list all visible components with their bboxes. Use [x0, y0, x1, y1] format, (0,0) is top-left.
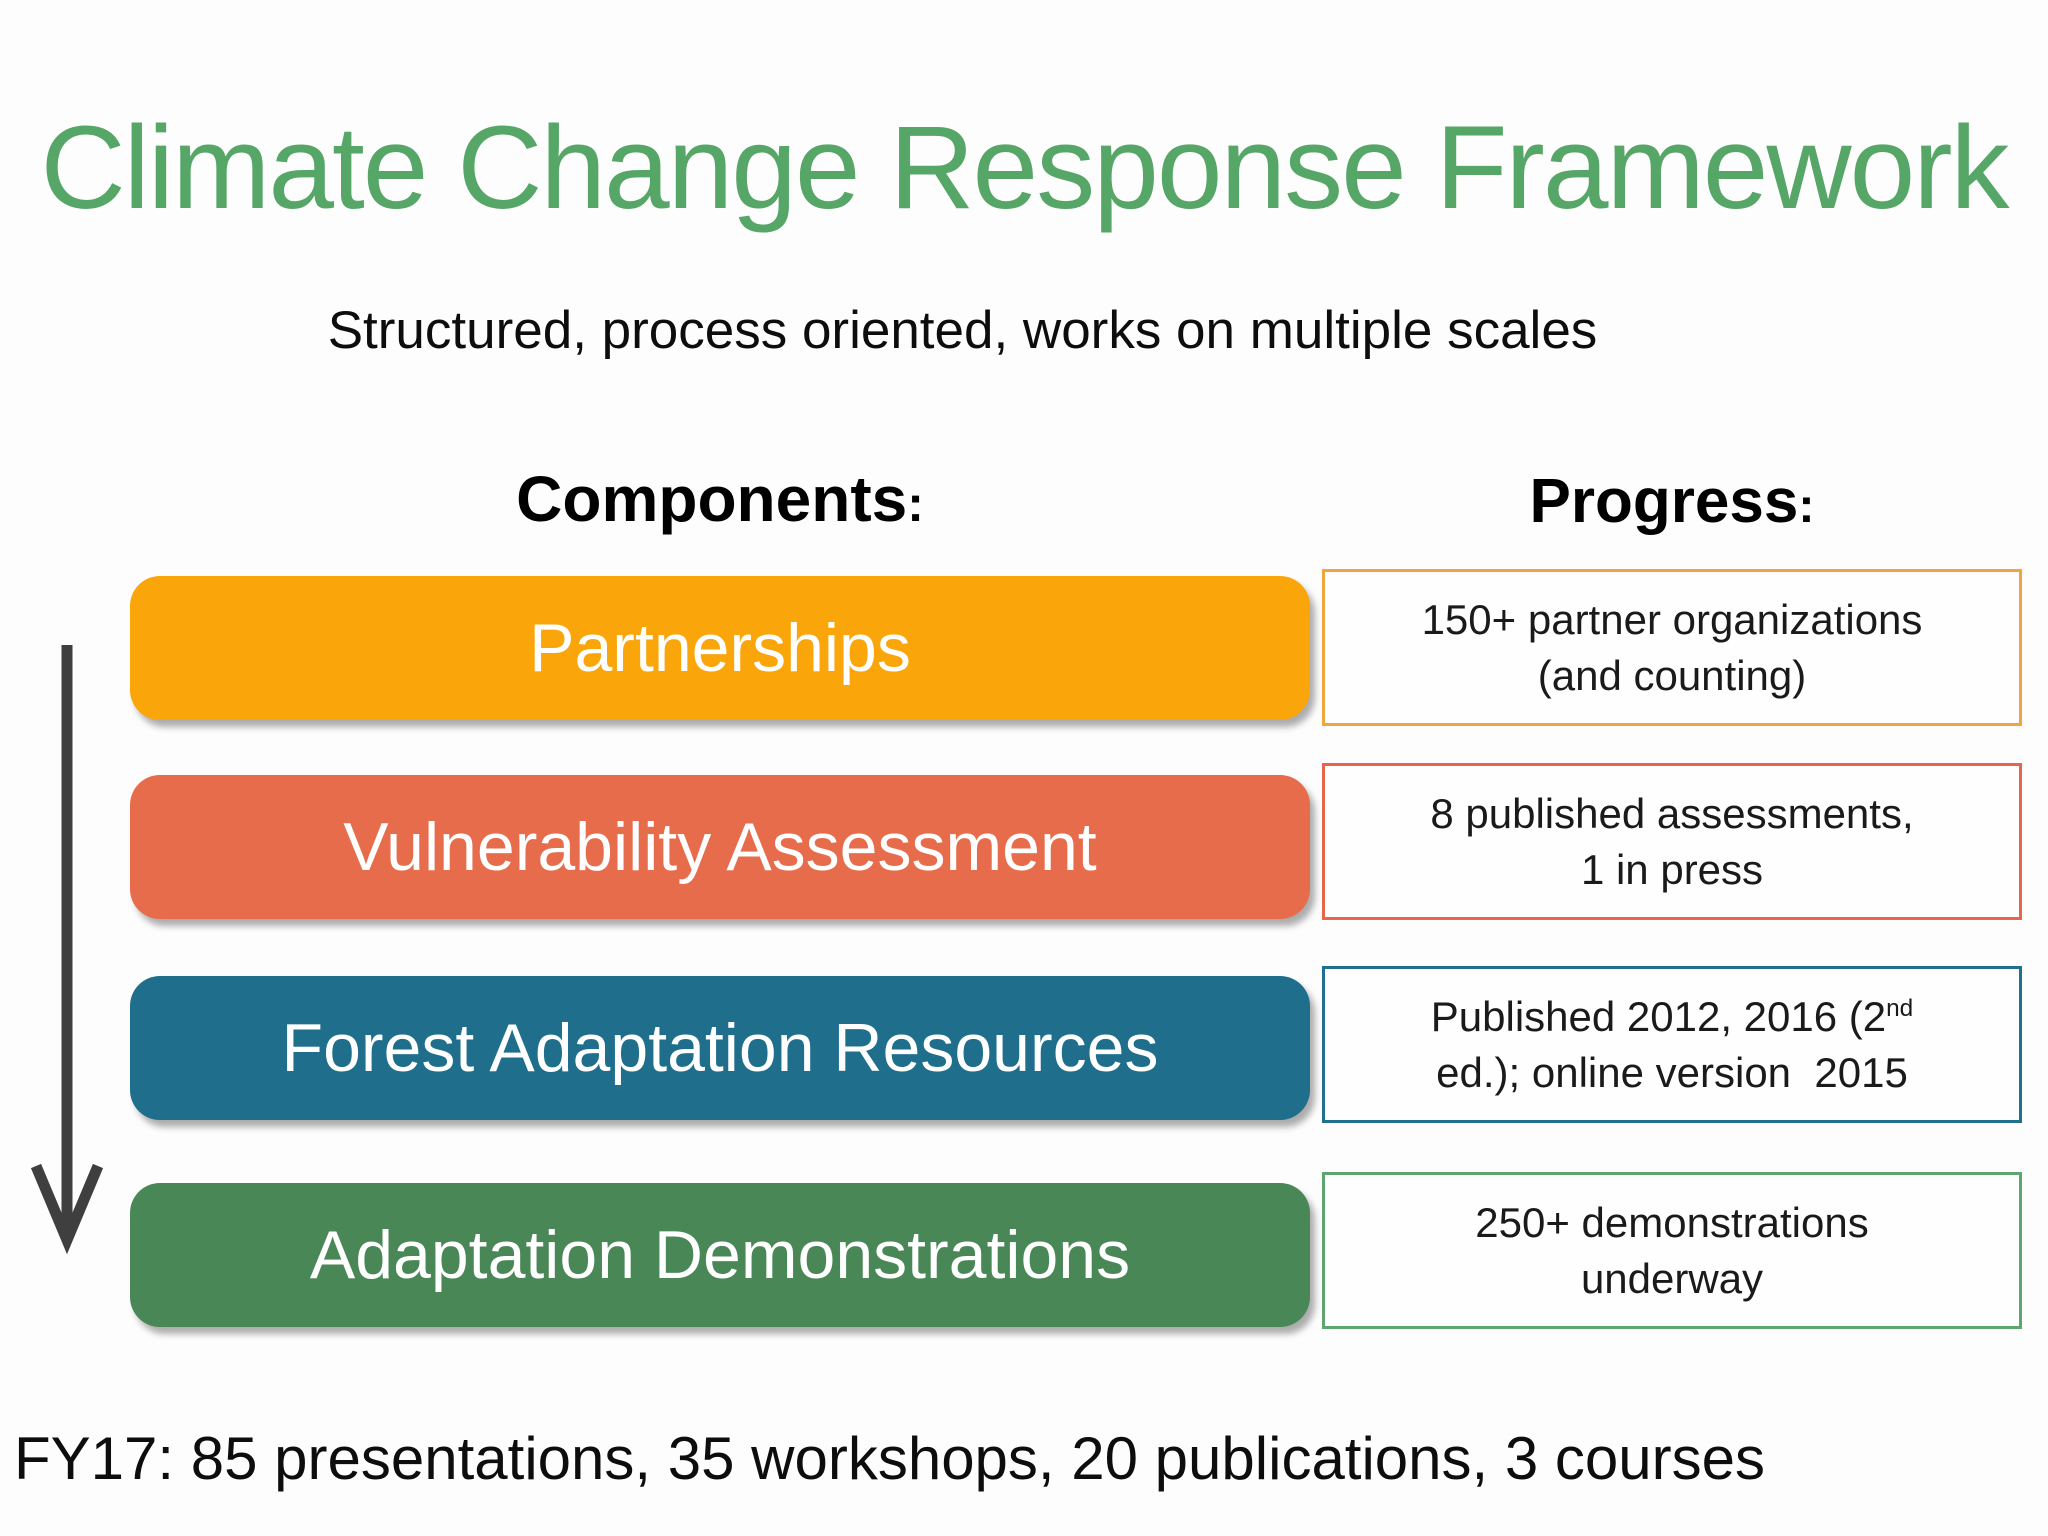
page-title: Climate Change Response Framework	[40, 102, 2009, 234]
progress-line: Published 2012, 2016 (2nd	[1431, 989, 1913, 1044]
component-bar-partnerships: Partnerships	[130, 576, 1310, 720]
footer-summary: FY17: 85 presentations, 35 workshops, 20…	[14, 1425, 1766, 1492]
progress-box-adaptation-demonstrations: 250+ demonstrations underway	[1322, 1172, 2022, 1329]
progress-box-vulnerability-assessment: 8 published assessments, 1 in press	[1322, 763, 2022, 920]
progress-box-forest-adaptation-resources: Published 2012, 2016 (2nd ed.); online v…	[1322, 966, 2022, 1123]
components-heading: Components:	[130, 462, 1310, 536]
progress-line-text: Published 2012, 2016 (2	[1430, 993, 1887, 1041]
progress-line: 8 published assessments,	[1430, 790, 1914, 838]
component-bar-vulnerability-assessment: Vulnerability Assessment	[130, 775, 1310, 919]
component-bar-forest-adaptation-resources: Forest Adaptation Resources	[130, 976, 1310, 1120]
component-bar-adaptation-demonstrations: Adaptation Demonstrations	[130, 1183, 1310, 1327]
progress-line-superscript: nd	[1886, 995, 1914, 1023]
progress-line: (and counting)	[1537, 651, 1807, 699]
progress-line: 250+ demonstrations	[1475, 1199, 1869, 1247]
component-bar-label: Adaptation Demonstrations	[309, 1217, 1131, 1293]
component-bar-label: Partnerships	[529, 610, 911, 686]
progress-line: 150+ partner organizations	[1421, 596, 1923, 644]
subtitle: Structured, process oriented, works on m…	[327, 301, 1598, 360]
progress-heading-colon: :	[1798, 479, 1815, 533]
components-heading-colon: :	[907, 476, 924, 532]
components-heading-text: Components	[516, 463, 908, 535]
progress-heading: Progress:	[1322, 466, 2022, 537]
progress-line: ed.); online version 2015	[1436, 1048, 1908, 1096]
progress-box-partnerships: 150+ partner organizations (and counting…	[1322, 569, 2022, 726]
progress-line: 1 in press	[1580, 845, 1764, 893]
component-bar-label: Vulnerability Assessment	[343, 809, 1097, 885]
progress-heading-text: Progress	[1529, 467, 1799, 536]
progress-line: underway	[1580, 1254, 1764, 1302]
component-bar-label: Forest Adaptation Resources	[281, 1010, 1159, 1086]
